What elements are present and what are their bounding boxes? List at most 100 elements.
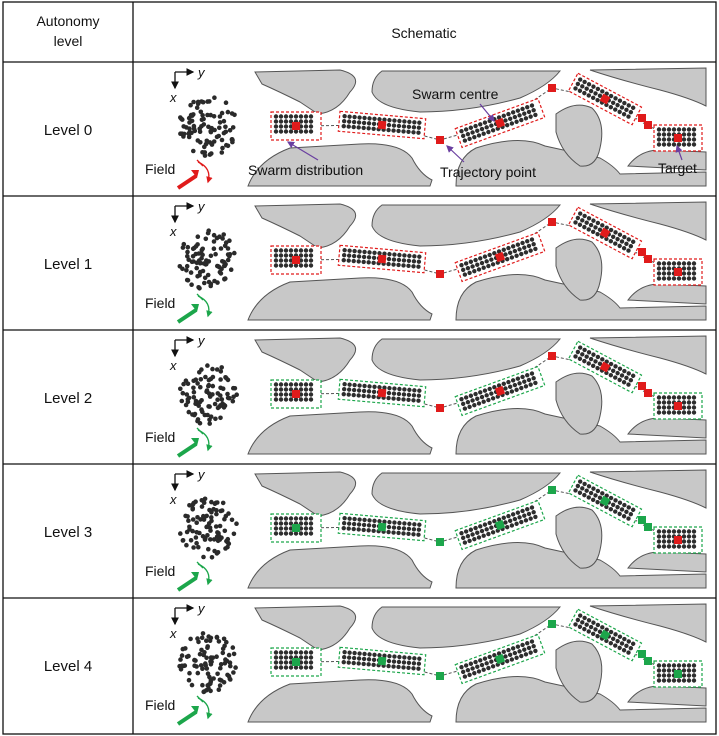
- robot-dot: [231, 531, 237, 537]
- robot-dot: [203, 374, 208, 380]
- robot-dot: [356, 656, 362, 661]
- schematic-header: Schematic: [391, 25, 456, 41]
- robot-dot: [630, 507, 636, 512]
- robot-dot: [303, 119, 309, 124]
- swarm-centre-marker: [599, 495, 611, 507]
- trajectory-point-label: Trajectory point: [440, 164, 536, 180]
- robot-dot: [676, 663, 682, 668]
- robot-dot: [226, 511, 231, 516]
- robot-dot: [361, 527, 366, 533]
- robot-dot: [185, 278, 191, 283]
- robot-dot: [580, 352, 585, 357]
- robot-dot: [624, 241, 629, 247]
- robot-dot: [194, 265, 199, 271]
- robot-dot: [392, 654, 397, 659]
- robot-dot: [283, 660, 289, 665]
- robot-dot: [351, 392, 356, 398]
- swarm-cluster: [178, 363, 239, 426]
- robot-dot: [666, 544, 672, 549]
- robot-dot: [366, 528, 371, 533]
- robot-dot: [401, 660, 407, 665]
- robot-dot: [273, 526, 279, 531]
- swarm-centre-marker: [674, 268, 682, 276]
- robot-dot: [586, 361, 591, 366]
- robot-dot: [198, 109, 204, 115]
- robot-dot: [475, 664, 480, 669]
- robot-dot: [608, 361, 614, 367]
- robot-dot: [190, 528, 195, 534]
- robot-dot: [479, 126, 485, 132]
- robot-dot: [575, 81, 581, 87]
- robot-dot: [468, 661, 474, 666]
- robot-dot: [676, 529, 682, 534]
- robot-dot: [190, 517, 196, 522]
- robot-dot: [391, 396, 396, 401]
- robot-dot: [515, 242, 521, 247]
- robot-dot: [352, 382, 357, 388]
- robot-dot: [386, 122, 392, 128]
- robot-dot: [575, 483, 581, 489]
- robot-dot: [220, 646, 226, 651]
- robot-dot: [462, 272, 468, 277]
- robot-dot: [506, 245, 511, 251]
- robot-dot: [341, 252, 347, 258]
- robot-dot: [478, 122, 483, 127]
- robot-dot: [278, 660, 284, 665]
- axis-indicator: xy: [169, 333, 206, 373]
- robot-dot: [412, 120, 417, 125]
- robot-dot: [366, 394, 371, 399]
- robot-dot: [691, 534, 697, 539]
- robot-dot: [215, 280, 220, 285]
- robot-dot: [218, 662, 224, 667]
- robot-dot: [214, 235, 220, 241]
- robot-dot: [406, 665, 411, 671]
- robot-dot: [202, 537, 208, 542]
- robot-dot: [213, 524, 219, 529]
- robot-dot: [686, 132, 692, 137]
- robot-dot: [308, 124, 314, 129]
- robot-dot: [205, 99, 210, 104]
- robot-dot: [661, 529, 667, 534]
- robot-dot: [597, 361, 603, 366]
- robot-dot: [372, 116, 377, 122]
- robot-dot: [411, 666, 416, 671]
- robot-dot: [402, 253, 407, 258]
- robot-dot: [624, 509, 629, 515]
- trajectory-point: [436, 136, 444, 144]
- robot-dot: [586, 629, 591, 634]
- robot-dot: [496, 517, 502, 522]
- robot-dot: [691, 276, 697, 281]
- swarm-box: [454, 633, 546, 685]
- robot-dot: [626, 371, 631, 376]
- robot-dot: [411, 661, 417, 666]
- robot-dot: [470, 532, 475, 537]
- robot-dot: [186, 395, 192, 401]
- robot-dot: [308, 263, 314, 268]
- robot-dot: [520, 642, 525, 648]
- robot-dot: [361, 522, 367, 528]
- robot-dot: [341, 659, 346, 665]
- robot-dot: [481, 399, 486, 404]
- robot-dot: [206, 546, 211, 552]
- robot-dot: [222, 403, 228, 409]
- robot-dot: [676, 410, 682, 415]
- robot-dot: [221, 130, 227, 136]
- robot-dot: [590, 95, 596, 101]
- robot-dot: [622, 100, 627, 106]
- robot-dot: [661, 137, 667, 142]
- robot-dot: [226, 652, 232, 658]
- robot-dot: [193, 535, 199, 540]
- robot-dot: [416, 666, 421, 671]
- robot-dot: [628, 109, 634, 115]
- robot-dot: [377, 519, 382, 524]
- robot-dot: [504, 256, 510, 262]
- robot-dot: [515, 644, 521, 649]
- robot-dot: [519, 653, 524, 659]
- robot-dot: [666, 673, 672, 678]
- robot-dot: [468, 259, 474, 264]
- robot-dot: [462, 138, 468, 143]
- robot-dot: [206, 124, 211, 130]
- robot-dot: [396, 128, 401, 134]
